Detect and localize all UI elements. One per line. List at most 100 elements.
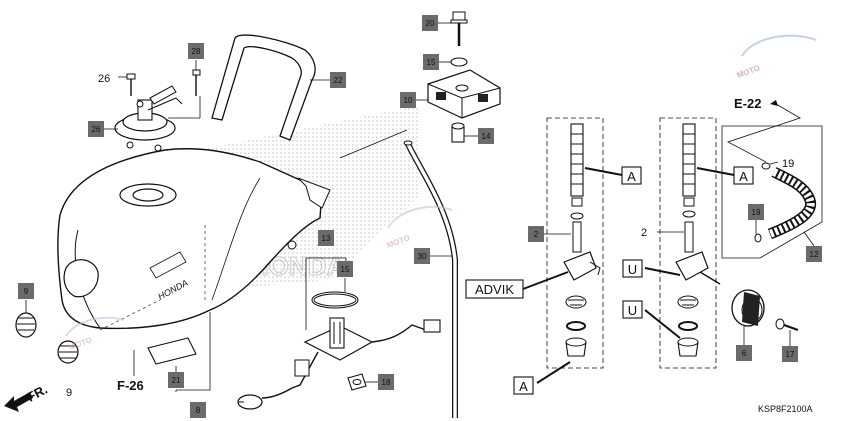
front-direction-arrow-icon xyxy=(4,392,33,412)
letter-box-a-right: A xyxy=(733,166,754,185)
svg-text:15: 15 xyxy=(427,58,436,67)
fuel-cap-assembly xyxy=(114,85,183,152)
svg-text:26: 26 xyxy=(92,125,101,134)
tube-guide-line xyxy=(339,129,408,159)
svg-text:10: 10 xyxy=(404,96,413,105)
fuel-valve-right xyxy=(675,123,721,357)
svg-text:20: 20 xyxy=(426,19,435,28)
rubber-band xyxy=(211,34,316,141)
leader-19-top xyxy=(769,161,779,165)
svg-text:A: A xyxy=(627,169,636,184)
hose-box xyxy=(721,125,823,259)
fuel-pump-assembly xyxy=(237,291,441,410)
letter-box-u-upper: U xyxy=(622,259,643,278)
grommet-9-a xyxy=(15,312,37,338)
fuel-hose-inner xyxy=(768,168,815,238)
svg-text:22: 22 xyxy=(334,76,343,85)
grommet-9-b xyxy=(57,340,79,364)
bolt-20 xyxy=(450,11,468,46)
fuel-tank xyxy=(57,148,323,330)
dashed-guide-tank xyxy=(99,225,206,331)
letter-box-a-left: A xyxy=(621,166,642,185)
svg-text:13: 13 xyxy=(322,234,331,243)
label-19: 19 xyxy=(782,158,794,170)
svg-text:A: A xyxy=(519,379,528,394)
label-26: 26 xyxy=(98,73,110,85)
callout-13: 13 xyxy=(318,230,334,246)
svg-text:18: 18 xyxy=(382,378,391,387)
cap-bolt xyxy=(126,73,136,96)
svg-text:14: 14 xyxy=(482,132,491,141)
svg-text:15: 15 xyxy=(341,265,350,274)
svg-text:12: 12 xyxy=(810,250,819,259)
callout-26: 26 xyxy=(88,121,104,137)
watermark-moto-logo: MOTO xyxy=(736,34,817,80)
seal-pad-21 xyxy=(147,337,197,365)
leader-8 xyxy=(175,312,211,392)
svg-text:17: 17 xyxy=(786,350,795,359)
hose-guide-e22 xyxy=(726,103,801,163)
callout-30: 30 xyxy=(414,248,430,264)
leader-a-top-left xyxy=(584,167,623,176)
callout-14: 14 xyxy=(478,128,494,144)
ref-f26: F-26 xyxy=(117,378,144,393)
leader-u-upper xyxy=(644,267,681,276)
svg-text:A: A xyxy=(739,169,748,184)
callout-10: 10 xyxy=(400,92,416,108)
tank-filler-inner xyxy=(132,188,164,202)
svg-text:19: 19 xyxy=(752,208,761,217)
leader-u-lower xyxy=(644,309,681,339)
letter-box-a-bottom: A xyxy=(513,376,534,395)
svg-text:MOTO: MOTO xyxy=(386,233,411,250)
valve-box-right xyxy=(659,117,717,369)
label-9: 9 xyxy=(66,387,72,399)
wing-emblem xyxy=(149,251,187,279)
label-2: 2 xyxy=(641,227,647,239)
svg-text:U: U xyxy=(628,262,637,277)
diagram-code: KSP8F2100A xyxy=(758,404,813,414)
tank-mount-bracket xyxy=(427,69,501,119)
svg-text:U: U xyxy=(628,303,637,318)
leader-12 xyxy=(803,231,815,247)
nut-18 xyxy=(347,373,367,391)
breather-tube-core xyxy=(405,141,457,418)
svg-text:6: 6 xyxy=(742,349,747,358)
tank-rear-bracket xyxy=(297,177,331,209)
callout-6: 6 xyxy=(736,345,752,361)
callout-22: 22 xyxy=(330,72,346,88)
callout-17: 17 xyxy=(782,346,798,362)
leader-a-bottom xyxy=(536,361,571,384)
callout-12: 12 xyxy=(806,246,822,262)
callout-9: 9 xyxy=(18,283,34,299)
svg-text:9: 9 xyxy=(24,287,29,296)
svg-text:2: 2 xyxy=(534,230,539,239)
callout-18: 18 xyxy=(378,374,394,390)
tank-flank xyxy=(211,177,261,301)
key-lock-screw xyxy=(192,69,201,96)
leader-a-top-right xyxy=(696,167,735,176)
callout-15b: 15 xyxy=(337,261,353,277)
tank-mount-hole xyxy=(287,240,297,250)
svg-text:21: 21 xyxy=(172,376,181,385)
ref-fr: FR. xyxy=(24,382,50,405)
callout-20: 20 xyxy=(422,15,438,31)
ref-e22: E-22 xyxy=(734,96,761,111)
callout-15a: 15 xyxy=(423,54,439,70)
callout-19: 19 xyxy=(748,204,764,220)
callout-8: 8 xyxy=(190,402,206,418)
valve-box-left xyxy=(546,117,604,369)
leader-advik xyxy=(522,271,569,290)
callout-2: 2 xyxy=(528,226,544,242)
knee-recess xyxy=(63,259,99,298)
advik-box: ADVIK xyxy=(465,279,524,299)
tube-end xyxy=(403,140,413,146)
hose-clip-19-b xyxy=(754,233,762,243)
svg-text:28: 28 xyxy=(192,47,201,56)
callout-21: 21 xyxy=(168,372,184,388)
letter-box-u-lower: U xyxy=(622,300,643,319)
callout-28: 28 xyxy=(188,43,204,59)
svg-text:ADVIK: ADVIK xyxy=(475,282,514,297)
hose-clip-19-a xyxy=(761,162,771,170)
